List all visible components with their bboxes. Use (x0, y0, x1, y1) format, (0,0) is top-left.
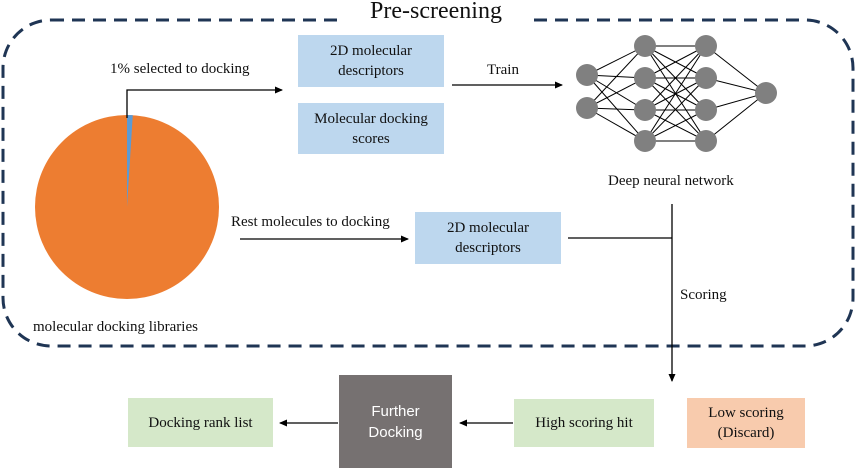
libraries-label: molecular docking libraries (33, 319, 198, 335)
further-docking-box: Further Docking (339, 375, 452, 468)
network-edge (705, 45, 767, 94)
network-node (695, 99, 717, 121)
pie-slice-selected (127, 115, 133, 207)
network-node (576, 64, 598, 86)
network-node (634, 99, 656, 121)
low-scoring-box: Low scoring (Discard) (687, 398, 805, 448)
network-edge (705, 92, 767, 142)
scoring-label: Scoring (680, 287, 727, 303)
selected-to-docking-arrow (126, 86, 283, 118)
pre-screening-title: Pre-screening (340, 0, 532, 26)
high-scoring-box: High scoring hit (514, 399, 654, 447)
network-node (695, 35, 717, 57)
network-node (576, 97, 598, 119)
docking-scores-box: Molecular docking scores (298, 103, 444, 154)
network-node (634, 67, 656, 89)
network-edge (586, 107, 646, 142)
network-edge (644, 45, 707, 111)
libraries-pie-chart (35, 115, 219, 299)
selected-to-docking-label: 1% selected to docking (110, 61, 250, 77)
network-node (695, 67, 717, 89)
descriptors-top-line1: 2D molecular (329, 43, 413, 59)
network-edge (644, 77, 707, 142)
network-node (695, 130, 717, 152)
low-scoring-line1: Low scoring (708, 405, 784, 421)
neural-network-graph (576, 35, 777, 152)
network-edge (586, 45, 646, 109)
network-node (755, 82, 777, 104)
network-edge (644, 45, 707, 142)
descriptors-top-box: 2D molecular descriptors (298, 35, 444, 87)
low-scoring-line2: (Discard) (717, 425, 775, 441)
network-edge (644, 45, 707, 79)
further-docking-line2: Docking (368, 423, 423, 441)
network-node (634, 130, 656, 152)
network-label: Deep neural network (608, 173, 734, 189)
train-label: Train (487, 62, 519, 78)
further-docking-line1: Further (371, 402, 420, 420)
docking-scores-line1: Molecular docking (314, 110, 428, 127)
docking-scores-line2: scores (352, 130, 390, 147)
network-node (634, 35, 656, 57)
network-edge (644, 109, 707, 142)
rest-to-docking-label: Rest molecules to docking (231, 214, 390, 230)
descriptors-mid-box: 2D molecular descriptors (415, 212, 561, 264)
descriptors-mid-line1: 2D molecular (446, 220, 530, 236)
docking-rank-box: Docking rank list (128, 398, 273, 447)
descriptors-top-line2: descriptors (338, 63, 404, 79)
descriptors-mid-line2: descriptors (455, 240, 521, 256)
network-edge (586, 74, 646, 142)
